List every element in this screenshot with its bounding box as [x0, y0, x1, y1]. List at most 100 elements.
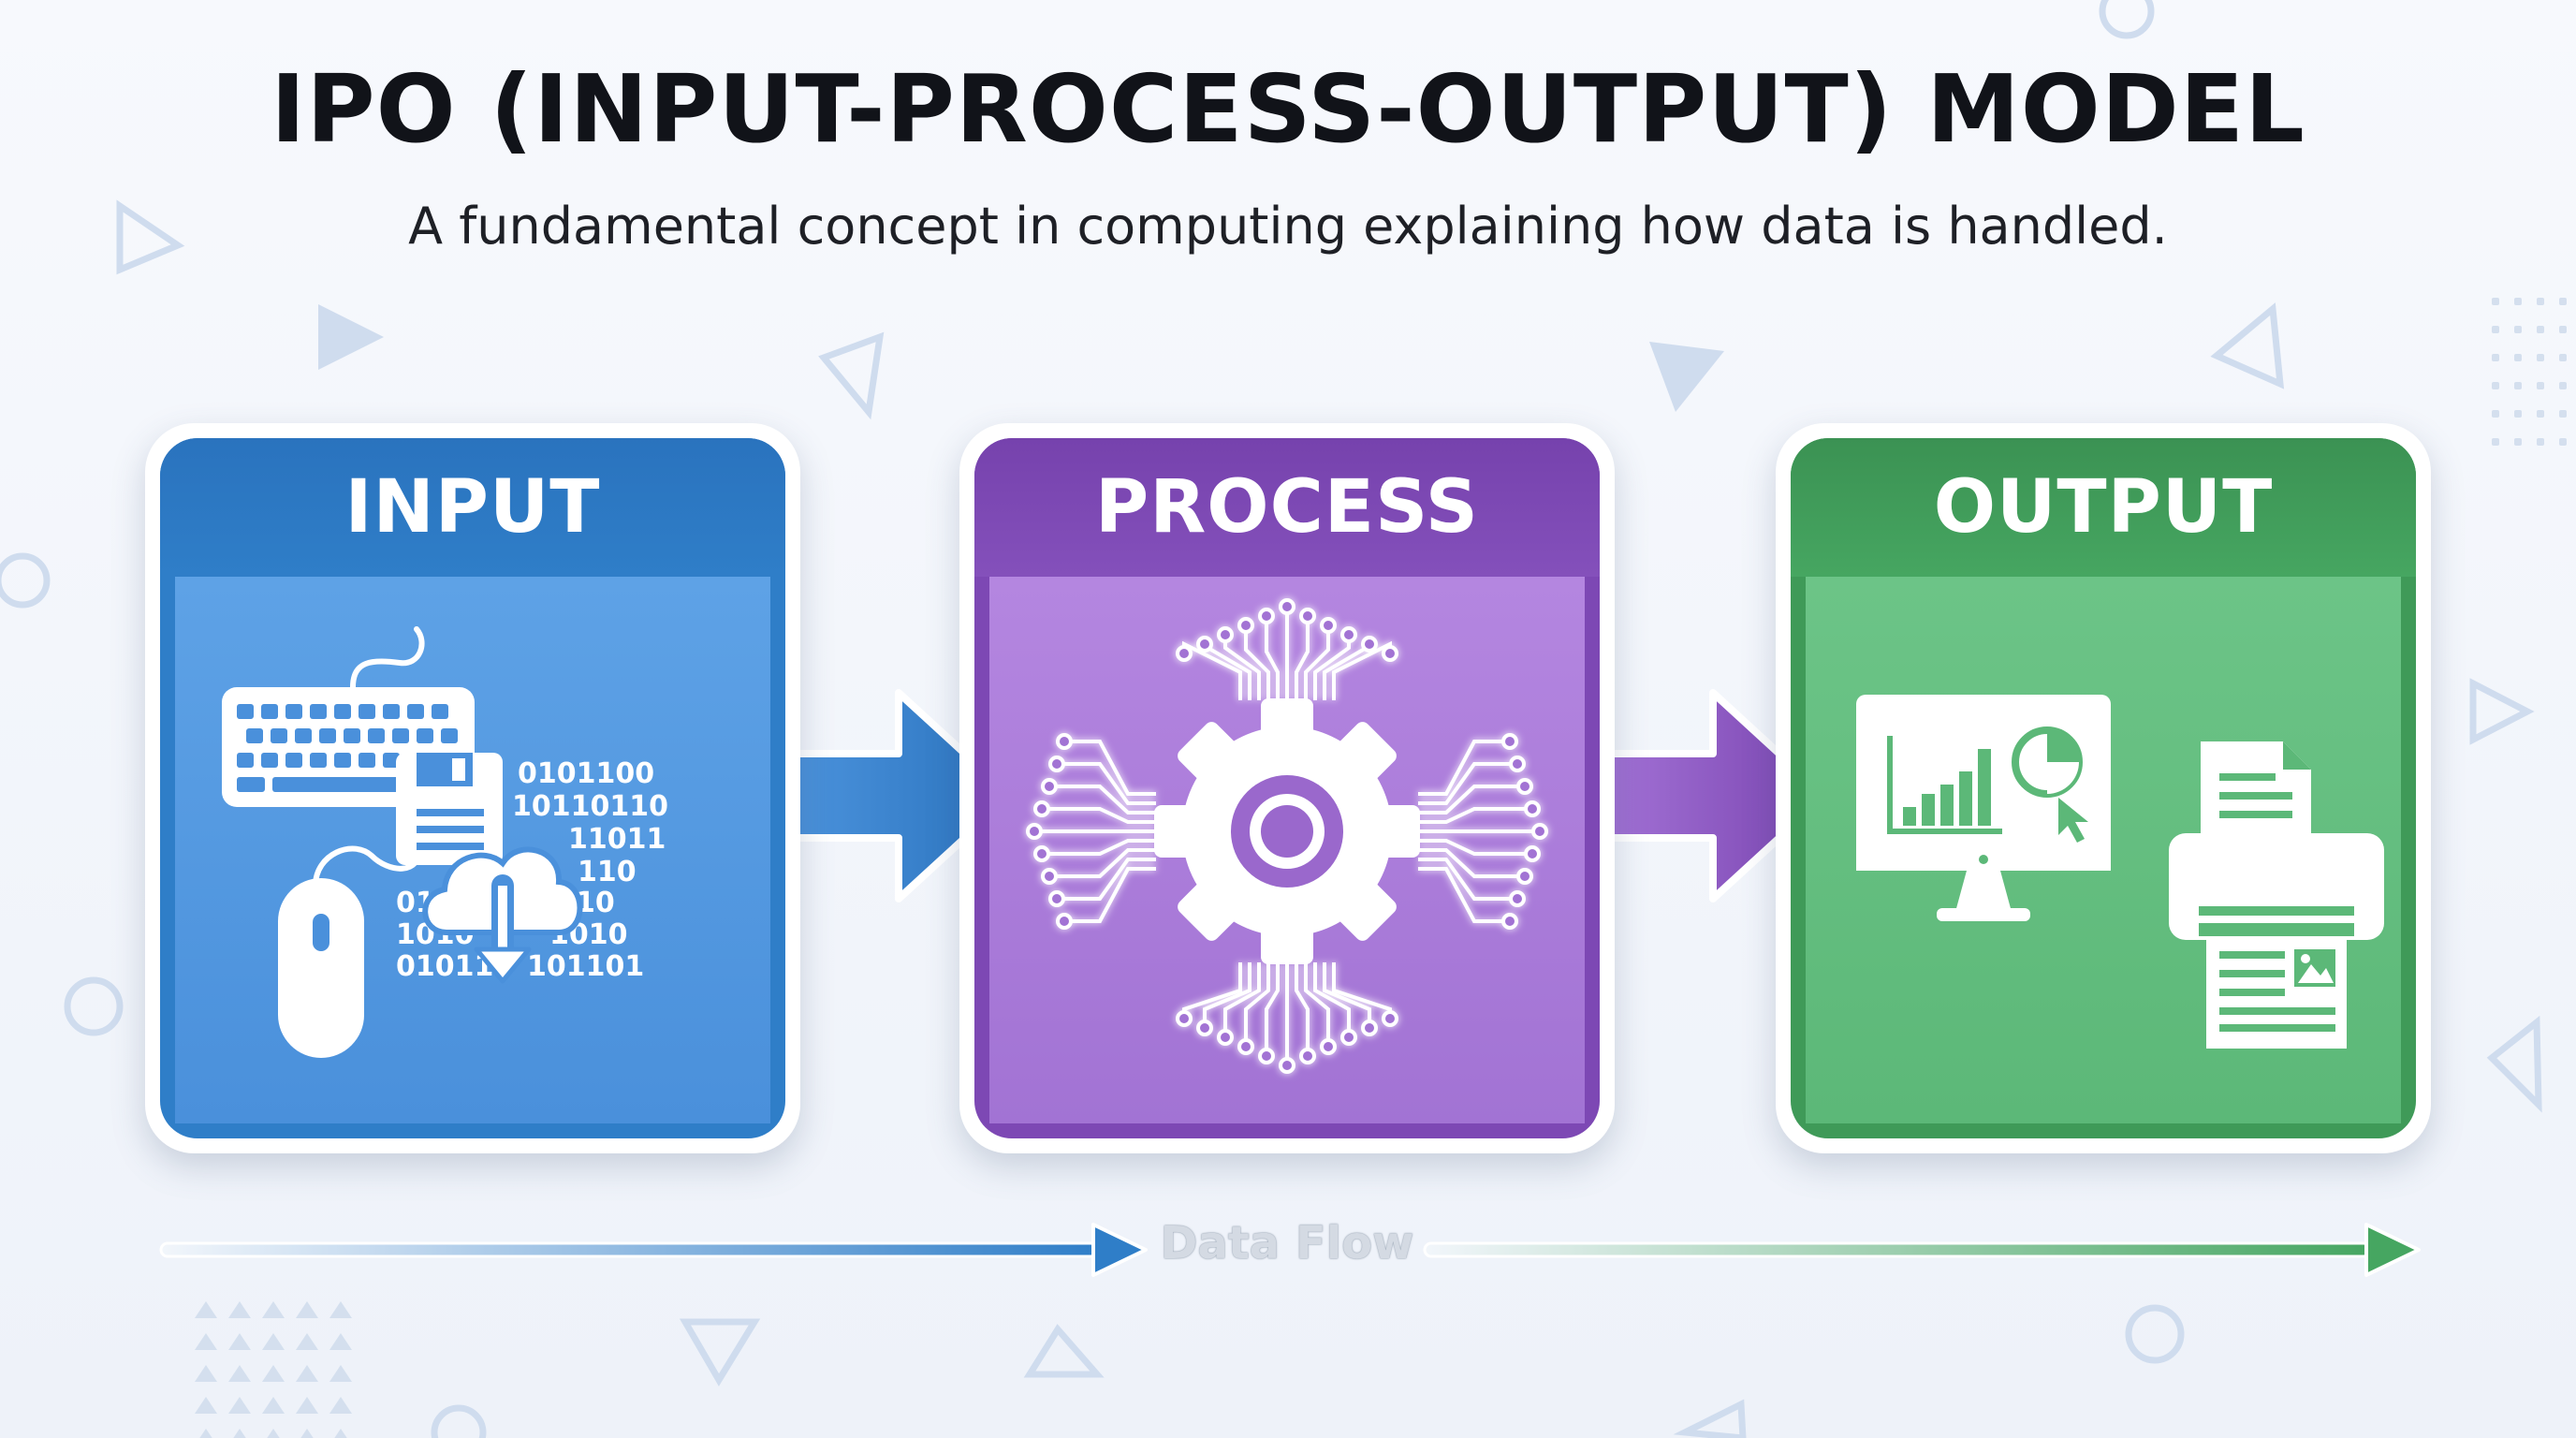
circuit-icon [1026, 598, 1548, 1074]
keyboard-key [237, 753, 254, 768]
circuit-trace [1418, 839, 1532, 856]
bg-dot [300, 1429, 314, 1438]
bg-dot [228, 1333, 251, 1350]
circuit-node [1340, 626, 1357, 643]
bg-circle [2099, 0, 2155, 39]
bg-dot [2514, 382, 2522, 389]
circuit-trace [1244, 625, 1270, 700]
circuit-trace [1057, 762, 1156, 805]
circuit-trace [1064, 740, 1156, 796]
circuit-node [1258, 1048, 1275, 1064]
bg-circle [2125, 1304, 2185, 1364]
circuit-node [1361, 1020, 1378, 1036]
circuit-node [1217, 626, 1234, 643]
bg-dot [195, 1397, 217, 1414]
bg-dot [2559, 410, 2567, 418]
circuit-node [1516, 778, 1533, 795]
bg-triangle-filled [1649, 342, 1724, 412]
bg-dot [2514, 354, 2522, 361]
bg-dot [195, 1333, 217, 1350]
circuit-node [1237, 617, 1254, 634]
bg-dot [262, 1397, 285, 1414]
circuit-trace [1049, 848, 1156, 878]
keyboard-key [392, 728, 409, 743]
input-header: INPUT [160, 438, 785, 577]
binary-line: 101101 [527, 950, 644, 983]
binary-line: 110 [578, 856, 637, 888]
bg-dot [296, 1365, 318, 1382]
bg-triangle-filled [318, 304, 384, 370]
circuit-node [1524, 800, 1541, 817]
keyboard-key [368, 728, 385, 743]
keyboard-key [344, 728, 360, 743]
output-header: OUTPUT [1791, 438, 2416, 577]
printer-icon [2169, 741, 2384, 1049]
input-body: 0101100 10110110 11011 110 01 10 1010 10… [175, 577, 770, 1123]
bg-triangle [679, 1318, 761, 1387]
circuit-node [1026, 823, 1043, 840]
circuit-node [1361, 636, 1378, 653]
bg-triangle [1673, 1399, 1747, 1438]
binary-line: 11011 [568, 823, 666, 856]
output-panel: OUTPUT [1776, 423, 2431, 1153]
bg-dot [228, 1397, 251, 1414]
circuit-node [1382, 645, 1398, 662]
bg-dot [2492, 438, 2499, 446]
bg-triangle [2486, 1015, 2542, 1113]
bg-dot [2514, 438, 2522, 446]
binary-line: 10110110 [512, 790, 668, 823]
keyboard-key [319, 728, 336, 743]
bg-dot [329, 1397, 352, 1414]
circuit-trace [1418, 807, 1532, 824]
keyboard-key [359, 753, 375, 768]
circuit-node [1056, 913, 1073, 930]
keyboard-key [285, 704, 302, 719]
process-panel: PROCESS [959, 423, 1615, 1153]
keyboard-key [246, 728, 263, 743]
circuit-node [1501, 913, 1518, 930]
bg-dot [2537, 354, 2544, 361]
circuit-node [1516, 868, 1533, 885]
circuit-trace [1244, 962, 1270, 1047]
circuit-trace [1295, 962, 1310, 1056]
input-panel: INPUT [145, 423, 800, 1153]
circuit-node [1340, 1029, 1357, 1046]
bg-dot [2559, 298, 2567, 305]
keyboard-key [310, 704, 327, 719]
bg-dot [195, 1301, 217, 1318]
keyboard-key [334, 704, 351, 719]
binary-line: 01011 [396, 950, 493, 983]
circuit-node [1048, 756, 1065, 772]
bg-triangle [2210, 302, 2285, 389]
circuit-trace [1323, 644, 1371, 700]
bg-dot [228, 1365, 251, 1382]
circuit-node [1041, 778, 1058, 795]
bg-dot [228, 1301, 251, 1318]
binary-data-icon: 0101100 10110110 11011 110 01 10 1010 10… [396, 757, 668, 983]
bg-dot [2492, 298, 2499, 305]
circuit-trace [1418, 785, 1525, 814]
circuit-trace [1332, 962, 1392, 1019]
circuit-trace [1049, 785, 1156, 814]
keyboard-key [407, 704, 424, 719]
circuit-trace [1313, 962, 1351, 1037]
circuit-trace [1304, 962, 1330, 1047]
circuit-trace [1418, 848, 1525, 878]
bg-dot [2559, 354, 2567, 361]
keyboard-key [295, 728, 312, 743]
circuit-node [1237, 1038, 1254, 1055]
bg-dot [2537, 298, 2544, 305]
bg-dot [2537, 410, 2544, 418]
circuit-trace [1295, 616, 1310, 700]
bg-dot [296, 1397, 318, 1414]
circuit-node [1041, 868, 1058, 885]
gear-icon [1154, 698, 1420, 964]
bg-dot [2514, 298, 2522, 305]
bg-dot [2537, 438, 2544, 446]
circuit-trace [1057, 858, 1156, 901]
circuit-node [1320, 1038, 1337, 1055]
keyboard-key [261, 753, 278, 768]
keyboard-key [417, 728, 433, 743]
bg-dot [262, 1333, 285, 1350]
bg-dot [2537, 382, 2544, 389]
